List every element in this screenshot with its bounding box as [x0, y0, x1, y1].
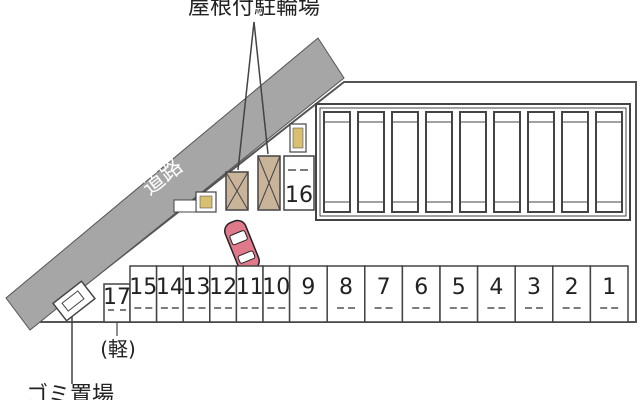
- kei-note-label: (軽): [100, 337, 136, 361]
- building-unit: [595, 111, 623, 213]
- bike-label-pointer-1: [237, 21, 255, 171]
- space-number: 14: [156, 275, 184, 300]
- space-number: 3: [527, 275, 541, 300]
- building-unit: [561, 111, 589, 213]
- parking-space-14: 14: [155, 265, 184, 323]
- space-number: 10: [262, 275, 290, 300]
- parking-space-1: 1: [589, 265, 629, 323]
- small-shed: [173, 199, 197, 213]
- parking-space-11: 11: [235, 265, 264, 323]
- parking-space-12: 12: [209, 265, 238, 323]
- parking-space-17: 17: [103, 283, 131, 336]
- building-unit: [459, 111, 487, 213]
- space-number: 5: [452, 275, 466, 300]
- building-unit: [527, 111, 555, 213]
- space-number: 13: [183, 275, 211, 300]
- space-number: 12: [209, 275, 237, 300]
- bike-label-pointer-2: [253, 21, 269, 155]
- space-number: 4: [489, 275, 503, 300]
- building-unit: [323, 111, 351, 213]
- parking-space-16: 16: [283, 155, 315, 211]
- parking-space-15: 15: [129, 265, 158, 323]
- building-unit: [391, 111, 419, 213]
- building-unit: [493, 111, 521, 213]
- space-number: 8: [339, 275, 353, 300]
- space-16-number: 16: [285, 183, 313, 208]
- parking-space-8: 8: [326, 265, 366, 323]
- space-number: 11: [236, 275, 264, 300]
- road: [5, 37, 345, 331]
- bike-parking-label: 屋根付駐輪場: [188, 0, 320, 20]
- parking-space-4: 4: [476, 265, 516, 323]
- space-number: 7: [377, 275, 391, 300]
- space-number: 6: [414, 275, 428, 300]
- parking-space-2: 2: [552, 265, 592, 323]
- parking-space-10: 10: [262, 265, 291, 323]
- space-number: 15: [129, 275, 157, 300]
- parking-space-6: 6: [401, 265, 441, 323]
- bike-parking-area: [225, 21, 281, 211]
- apartment-building: [315, 103, 631, 221]
- parking-space-5: 5: [439, 265, 479, 323]
- garbage-label: ゴミ置場: [26, 383, 114, 400]
- parking-space-13: 13: [182, 265, 211, 323]
- space-number: 9: [301, 275, 315, 300]
- space-17-number: 17: [103, 285, 131, 310]
- building-unit: [425, 111, 453, 213]
- parking-space-3: 3: [514, 265, 554, 323]
- parking-space-7: 7: [364, 265, 404, 323]
- parking-space-9: 9: [288, 265, 328, 323]
- building-unit: [357, 111, 385, 213]
- space-number: 2: [565, 275, 579, 300]
- space-number: 1: [602, 275, 616, 300]
- garbage-area: [51, 280, 97, 384]
